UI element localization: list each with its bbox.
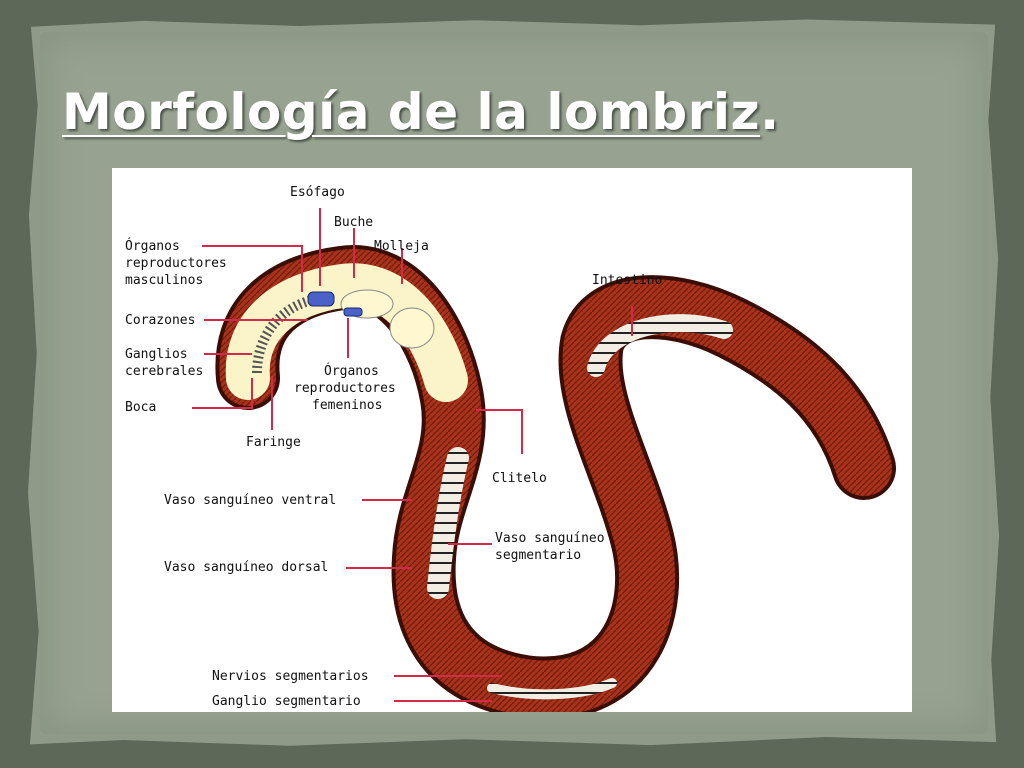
blood-vessel-cutaway — [427, 447, 469, 599]
label-faringe: Faringe — [246, 435, 301, 450]
worm-body — [215, 245, 896, 712]
label-organos-femeninos-1: Órganos — [324, 363, 379, 379]
slide-title-text: Morfología de la lombriz — [62, 83, 761, 141]
nerve-cord-cutaway — [487, 678, 617, 700]
label-organos-masculinos-2: reproductores — [125, 256, 227, 271]
label-vaso-segmentario-1: Vaso sanguíneo — [495, 531, 605, 546]
label-vaso-ventral: Vaso sanguíneo ventral — [164, 493, 336, 508]
label-vaso-dorsal: Vaso sanguíneo dorsal — [164, 560, 328, 575]
label-ganglios-1: Ganglios — [125, 347, 188, 362]
diagram-labels: Esófago Buche Molleja Órganos reproducto… — [125, 185, 662, 709]
label-organos-femeninos-3: femeninos — [312, 398, 382, 413]
label-corazones: Corazones — [125, 313, 195, 328]
reproductive-organs — [307, 291, 363, 317]
earthworm-diagram: Esófago Buche Molleja Órganos reproducto… — [112, 168, 912, 712]
label-nervios: Nervios segmentarios — [212, 669, 369, 684]
earthworm-illustration: Esófago Buche Molleja Órganos reproducto… — [125, 185, 896, 712]
slide-title-period: . — [760, 83, 780, 141]
label-molleja: Molleja — [374, 239, 429, 254]
label-organos-masculinos-3: masculinos — [125, 273, 203, 288]
label-ganglios-2: cerebrales — [125, 364, 203, 379]
label-buche: Buche — [334, 215, 373, 230]
label-vaso-segmentario-2: segmentario — [495, 548, 581, 563]
label-intestino: Intestino — [592, 273, 662, 288]
label-ganglio-segmentario: Ganglio segmentario — [212, 694, 361, 709]
leader-lines — [192, 208, 633, 702]
label-organos-masculinos-1: Órganos — [125, 238, 180, 254]
slide-title: Morfología de la lombriz. — [62, 80, 780, 144]
label-esofago: Esófago — [290, 185, 345, 200]
intestine-cutaway — [587, 314, 733, 377]
label-organos-femeninos-2: reproductores — [294, 381, 396, 396]
label-boca: Boca — [125, 400, 156, 415]
label-clitelo: Clitelo — [492, 471, 547, 486]
